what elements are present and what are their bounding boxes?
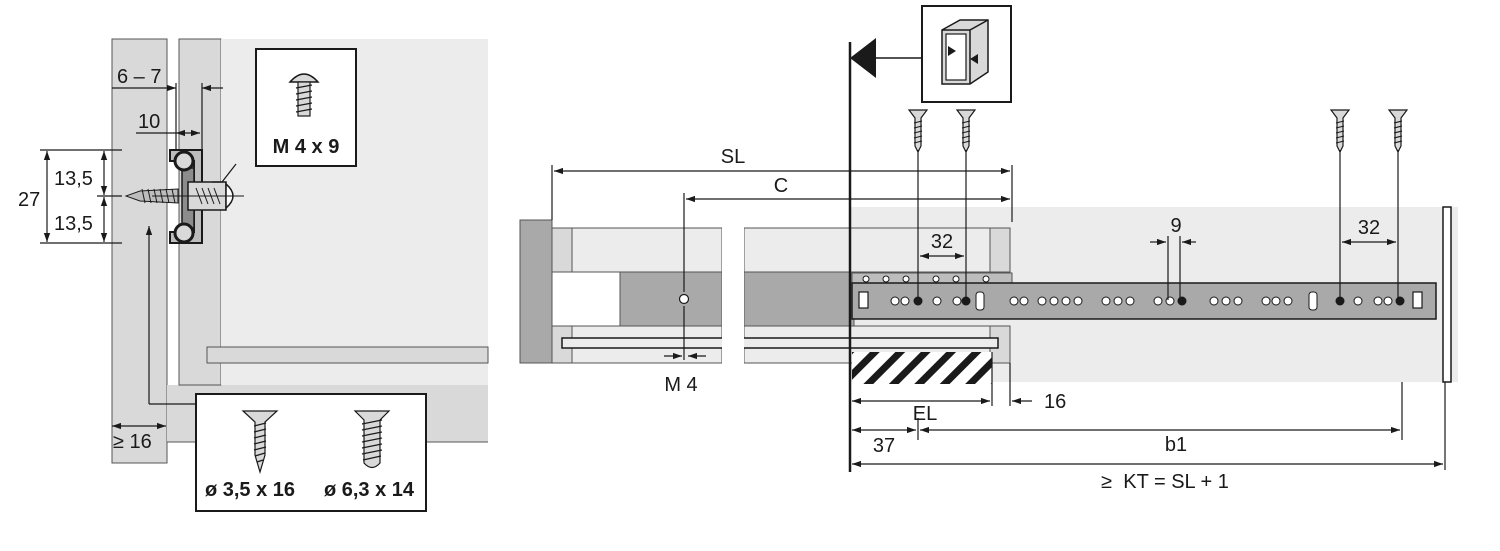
fastener-2-label: ø 6,3 x 14 bbox=[324, 479, 415, 501]
rail-hole bbox=[900, 296, 910, 306]
dim-M4-label: M 4 bbox=[664, 374, 697, 396]
rail-slot bbox=[1308, 291, 1318, 311]
dim-37-label: 37 bbox=[873, 435, 895, 457]
drawer-bottom-bar bbox=[561, 337, 999, 349]
rail-hole bbox=[1373, 296, 1383, 306]
rail-hole bbox=[1209, 296, 1219, 306]
dim-b1-label: b1 bbox=[1165, 434, 1187, 456]
euro-screw-icon bbox=[353, 410, 391, 469]
rail-hole bbox=[1125, 296, 1135, 306]
cabinet-front-reference-icon bbox=[921, 5, 1012, 103]
rail-hole bbox=[932, 296, 942, 306]
dim-13-5-bottom-label: 13,5 bbox=[54, 213, 93, 235]
rail-hole bbox=[1233, 296, 1243, 306]
drawer-body-upper bbox=[551, 227, 723, 273]
rail-fixing-hole bbox=[913, 296, 923, 306]
dim-10-label: 10 bbox=[138, 111, 160, 133]
rail-hole bbox=[1101, 296, 1111, 306]
rail-fixing-hole bbox=[1335, 296, 1345, 306]
hatched-frontface-zone bbox=[852, 352, 992, 384]
upper-rail-hole bbox=[952, 275, 960, 283]
wood-screw-icon bbox=[241, 410, 279, 475]
rail-hole bbox=[1153, 296, 1163, 306]
rail-hole bbox=[1383, 296, 1393, 306]
upper-rail-hole bbox=[862, 275, 870, 283]
dim-27-label: 27 bbox=[18, 189, 40, 211]
cabinet-slide-rail bbox=[851, 272, 1437, 320]
dim-32-right-label: 32 bbox=[1358, 217, 1380, 239]
rail-slot bbox=[975, 291, 985, 311]
dim-6-7-label: 6 – 7 bbox=[117, 66, 161, 88]
dim-EL-label: EL bbox=[913, 403, 937, 425]
rail-hole bbox=[1073, 296, 1083, 306]
cabinet-side-panel bbox=[111, 38, 168, 464]
upper-rail-hole bbox=[882, 275, 890, 283]
fasteners-box: ø 3,5 x 16 ø 6,3 x 14 bbox=[195, 393, 427, 512]
rail-hole bbox=[1019, 296, 1029, 306]
rail-hole bbox=[1261, 296, 1271, 306]
dim-SL-label: SL bbox=[721, 146, 745, 168]
drawer-body-upper-right bbox=[743, 227, 1011, 273]
upper-rail-hole bbox=[902, 275, 910, 283]
rail-hole bbox=[1271, 296, 1281, 306]
pan-head-screw-icon bbox=[288, 73, 320, 117]
fastener-1-label: ø 3,5 x 16 bbox=[205, 479, 295, 501]
rail-hole bbox=[1009, 296, 1019, 306]
rail-hole bbox=[1353, 296, 1363, 306]
rail-fixing-hole bbox=[961, 296, 971, 306]
rail-hole bbox=[1061, 296, 1071, 306]
dim-C-label: C bbox=[774, 175, 788, 197]
dim-13-5-top-label: 13,5 bbox=[54, 168, 93, 190]
rail-hole bbox=[1283, 296, 1293, 306]
rail-hole bbox=[1037, 296, 1047, 306]
cabinet-back-wall bbox=[1442, 206, 1452, 383]
screw-box-label: M 4 x 9 bbox=[273, 136, 340, 158]
dim-KT-label: ≥ KT = SL + 1 bbox=[1101, 471, 1229, 493]
rail-hole bbox=[1165, 296, 1175, 306]
drawer-front-panel bbox=[519, 219, 553, 364]
rail-hole bbox=[1049, 296, 1059, 306]
rail-hole bbox=[1113, 296, 1123, 306]
rail-fixing-hole bbox=[1395, 296, 1405, 306]
dim-ge-16-label: ≥ 16 bbox=[113, 431, 152, 453]
rail-hole bbox=[890, 296, 900, 306]
m4-hole bbox=[678, 293, 690, 305]
rail-fixing-hole bbox=[1177, 296, 1187, 306]
drawer-inner-slide bbox=[619, 271, 723, 327]
top-screws bbox=[907, 109, 1409, 168]
screw-box-m4x9: M 4 x 9 bbox=[255, 48, 357, 167]
dim-16-label: 16 bbox=[1044, 391, 1066, 413]
right-side-elevation: SL C M 4 32 9 32 16 EL 37 b1 ≥ KT = SL +… bbox=[519, 5, 1458, 493]
cabinet-front-triangle bbox=[850, 38, 876, 78]
right-dimension-lines bbox=[551, 150, 1446, 470]
dim-32-left-label: 32 bbox=[931, 231, 953, 253]
upper-rail-hole bbox=[982, 275, 990, 283]
rail-hole bbox=[1221, 296, 1231, 306]
drawer-break-gap bbox=[722, 220, 744, 372]
rail-hole bbox=[952, 296, 962, 306]
upper-rail-hole bbox=[932, 275, 940, 283]
dim-9-label: 9 bbox=[1170, 215, 1181, 237]
left-dimension-lines bbox=[40, 83, 237, 430]
drawer-bottom-board bbox=[206, 346, 489, 364]
left-cross-section: 6 – 7 10 13,5 13,5 27 ≥ 16 M 4 x 9 bbox=[18, 38, 489, 512]
